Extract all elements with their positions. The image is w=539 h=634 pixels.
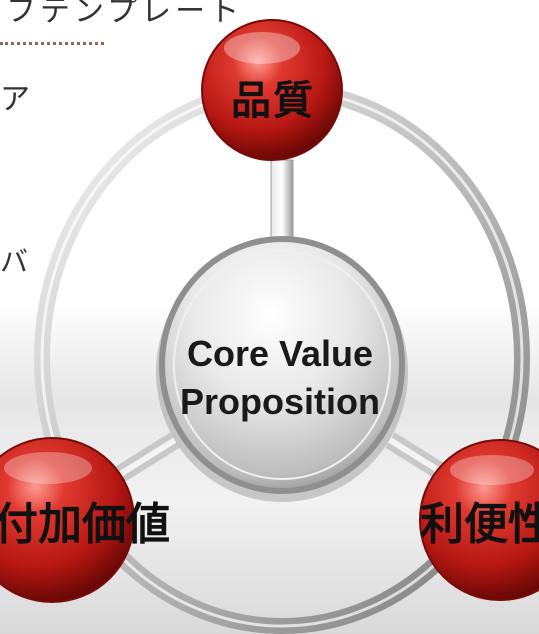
dotted-divider [0, 42, 104, 45]
cropped-heading-text: フテンプレート [6, 0, 244, 29]
core-label-line1: Core Value [186, 333, 374, 374]
cropped-side-text-a: ア [0, 82, 30, 117]
node-label-added-value: 付加価値 [0, 499, 170, 550]
core-inner-rim [173, 250, 391, 480]
node-left [0, 437, 135, 603]
core-label: Core Value Proposition [130, 330, 430, 426]
node-left-gloss [4, 452, 92, 484]
node-label-quality: 品質 [231, 78, 315, 124]
node-label-convenience: 利便性 [420, 499, 539, 550]
spoke-top [270, 159, 294, 239]
core-label-line2: Proposition [180, 381, 380, 422]
core-sphere [159, 236, 405, 494]
cropped-side-text-ba: バ [0, 245, 29, 278]
node-right-gloss [450, 455, 534, 485]
node-top [201, 19, 343, 161]
node-right [419, 439, 539, 601]
node-top-gloss [224, 32, 300, 64]
